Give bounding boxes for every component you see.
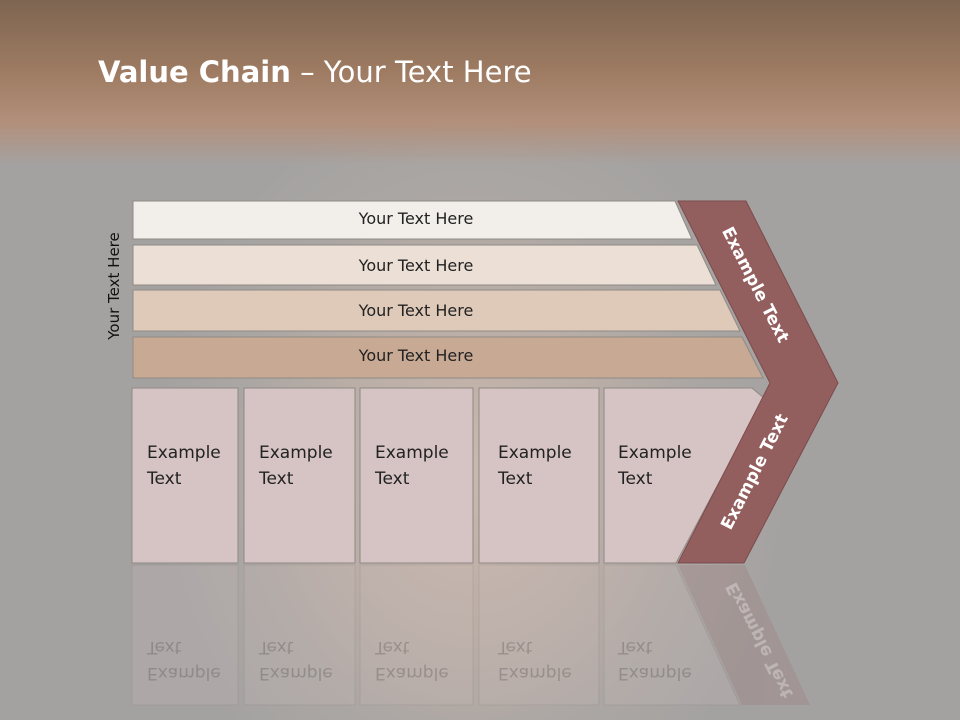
band-1 [132, 200, 693, 240]
cell-5-refl-line-1: Example [618, 663, 692, 683]
cell-1-line-1: Example [147, 443, 221, 463]
band-1-text: Your Text Here [358, 209, 474, 228]
band-2-text: Your Text Here [358, 256, 474, 275]
cell-3-refl-line-2: Text [375, 637, 410, 657]
band-4-text: Your Text Here [358, 346, 474, 365]
cell-1 [131, 387, 239, 564]
band-3 [132, 289, 741, 332]
cell-3-reflection: Example Text [375, 634, 475, 686]
reflection [131, 564, 810, 706]
slide-title: Value Chain – Your Text Here [98, 55, 532, 89]
cell-3-line-1: Example [375, 443, 449, 463]
band-2 [132, 244, 717, 286]
cell-1-refl-line-1: Example [147, 663, 221, 683]
cell-5-reflection: Example Text [618, 634, 718, 686]
cell-4-line-1: Example [498, 443, 572, 463]
cell-4 [478, 387, 600, 564]
chevron-arrow [677, 200, 839, 564]
cell-3 [359, 387, 474, 564]
cell-2-line-1: Example [259, 443, 333, 463]
band-3-text: Your Text Here [358, 301, 474, 320]
cell-1-refl-line-2: Text [147, 637, 182, 657]
header-band [0, 0, 960, 165]
cell-3-refl-line-1: Example [375, 663, 449, 683]
title-rest: – Your Text Here [290, 55, 532, 89]
cell-1-reflection: Example Text [147, 634, 247, 686]
cell-5-refl-line-2: Text [618, 637, 653, 657]
cell-2-refl-line-2: Text [259, 637, 294, 657]
band-4 [132, 336, 764, 379]
cell-2-reflection: Example Text [259, 634, 359, 686]
cell-3-line-2: Text [375, 469, 410, 489]
cell-4-reflection: Example Text [498, 634, 598, 686]
cell-2 [243, 387, 356, 564]
title-bold: Value Chain [98, 55, 291, 89]
cell-4-refl-line-2: Text [498, 637, 533, 657]
cell-4-refl-line-1: Example [498, 663, 572, 683]
cell-5-line-2: Text [618, 469, 653, 489]
cell-2-refl-line-1: Example [259, 663, 333, 683]
cell-1-line-2: Text [147, 469, 182, 489]
cell-4-line-2: Text [498, 469, 533, 489]
cell-2-line-2: Text [259, 469, 294, 489]
cell-5-line-1: Example [618, 443, 692, 463]
